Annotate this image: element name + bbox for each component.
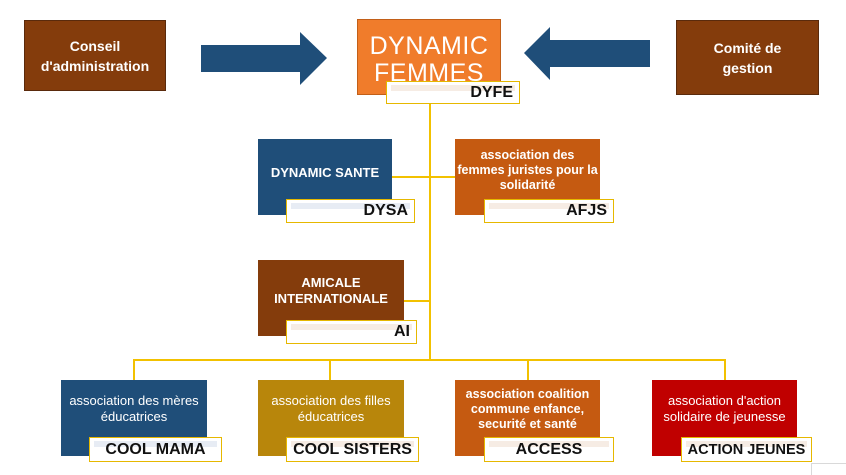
dysa-connector	[392, 176, 430, 178]
afjs-connector	[430, 176, 456, 178]
main-vertical-connector	[429, 104, 431, 360]
dysa-tag: DYSA	[286, 199, 415, 223]
cool-sisters-label: association des filles éducatrices	[271, 393, 391, 424]
corner-placeholder-box	[811, 463, 846, 475]
main-title-line1: DYNAMIC	[369, 32, 489, 60]
action-jeunes-tag: ACTION JEUNES	[681, 437, 812, 462]
bottom-horizontal-connector	[133, 359, 726, 361]
access-acronym: ACCESS	[515, 440, 583, 458]
dynamic-sante-label: DYNAMIC SANTE	[270, 165, 380, 180]
cool-sisters-acronym: COOL SISTERS	[293, 440, 412, 458]
comite-gestion-label: Comité de gestion	[713, 39, 782, 76]
arrow-left-icon	[524, 27, 650, 80]
amicale-internationale-label: AMICALE INTERNATIONALE	[274, 275, 388, 306]
action-jeunes-label: association d'action solidaire de jeunes…	[663, 393, 786, 424]
drop-connector-2	[329, 359, 331, 380]
cool-mama-tag: COOL MAMA	[89, 437, 222, 462]
cool-sisters-tag: COOL SISTERS	[286, 437, 419, 462]
afjs-acronym: AFJS	[566, 202, 607, 219]
ai-connector	[404, 300, 430, 302]
drop-connector-4	[724, 359, 726, 380]
afjs-tag: AFJS	[484, 199, 614, 223]
ai-acronym: AI	[394, 323, 410, 340]
cool-mama-label: association des mères éducatrices	[69, 393, 199, 424]
dysa-acronym: DYSA	[363, 202, 408, 219]
dyfe-acronym: DYFE	[470, 83, 513, 101]
ai-tag: AI	[286, 320, 417, 344]
access-tag: ACCESS	[484, 437, 614, 462]
conseil-administration-label: Conseil d'administration	[40, 37, 150, 74]
afjs-label: association des femmes juristes pour la …	[457, 147, 598, 192]
access-label: association coalition commune enfance, s…	[465, 386, 590, 431]
action-jeunes-acronym: ACTION JEUNES	[687, 441, 806, 458]
conseil-administration-box: Conseil d'administration	[24, 20, 166, 91]
cool-mama-acronym: COOL MAMA	[105, 440, 206, 458]
arrow-right-icon	[201, 32, 327, 85]
comite-gestion-box: Comité de gestion	[676, 20, 819, 95]
dyfe-tag: DYFE	[386, 81, 520, 104]
drop-connector-3	[527, 359, 529, 380]
drop-connector-1	[133, 359, 135, 380]
